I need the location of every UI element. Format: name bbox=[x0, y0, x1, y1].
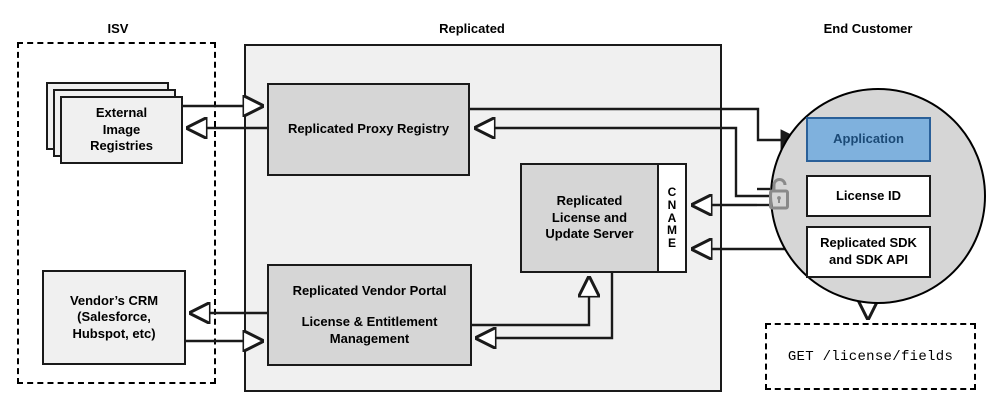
registry-label-line2: Image bbox=[102, 121, 141, 137]
vendor-portal-title: Replicated Vendor Portal bbox=[292, 282, 447, 298]
registry-label-line1: External bbox=[95, 105, 148, 121]
vendor-portal-subtitle-line2: Management bbox=[329, 330, 410, 346]
vendor-portal-subtitle: License & Entitlement Management bbox=[302, 314, 438, 347]
license-server-label-line3: Update Server bbox=[545, 226, 634, 242]
crm-label-line3: Hubspot, etc) bbox=[72, 325, 156, 341]
cname-letter-n: N bbox=[667, 197, 677, 212]
license-server-label-line2: License and bbox=[551, 209, 628, 225]
zone-header-end-customer: End Customer bbox=[823, 21, 913, 36]
registry-label-line3: Registries bbox=[90, 138, 153, 154]
cname-letter-e: E bbox=[667, 236, 676, 251]
crm-label-line2: (Salesforce, bbox=[77, 309, 151, 325]
zone-header-replicated: Replicated bbox=[439, 21, 505, 36]
cname-letter-m: M bbox=[667, 223, 677, 238]
node-license-id[interactable]: License ID bbox=[806, 175, 931, 217]
sdk-label-line2: and SDK API bbox=[829, 252, 908, 267]
sdk-label-line1: Replicated SDK bbox=[820, 235, 917, 251]
node-api-call[interactable]: GET /license/fields bbox=[765, 323, 976, 390]
cname-letter-a: A bbox=[667, 210, 677, 225]
node-external-image-registries[interactable]: External Image Registries bbox=[60, 96, 183, 164]
license-server-label-line1: Replicated bbox=[556, 193, 623, 209]
node-replicated-license-update-server[interactable]: Replicated License and Update Server bbox=[520, 163, 659, 273]
node-replicated-sdk[interactable]: Replicated SDK and SDK API bbox=[806, 226, 931, 278]
node-vendors-crm[interactable]: Vendor’s CRM (Salesforce, Hubspot, etc) bbox=[42, 270, 186, 365]
crm-label-line1: Vendor’s CRM bbox=[69, 292, 159, 308]
proxy-registry-label: Replicated Proxy Registry bbox=[287, 121, 450, 137]
node-replicated-vendor-portal[interactable]: Replicated Vendor Portal License & Entit… bbox=[267, 264, 472, 366]
license-id-label: License ID bbox=[835, 187, 902, 203]
node-cname-strip[interactable]: C N A M E bbox=[657, 163, 687, 273]
api-call-label: GET /license/fields bbox=[787, 348, 954, 365]
node-replicated-proxy-registry[interactable]: Replicated Proxy Registry bbox=[267, 83, 470, 176]
vendor-portal-subtitle-line1: License & Entitlement bbox=[301, 314, 438, 330]
cname-letter-c: C bbox=[667, 184, 677, 199]
zone-header-isv: ISV bbox=[107, 21, 129, 36]
zone-isv-boundary bbox=[17, 42, 216, 384]
unlock-icon bbox=[766, 177, 792, 211]
node-application[interactable]: Application bbox=[806, 117, 931, 162]
application-label: Application bbox=[833, 131, 904, 147]
